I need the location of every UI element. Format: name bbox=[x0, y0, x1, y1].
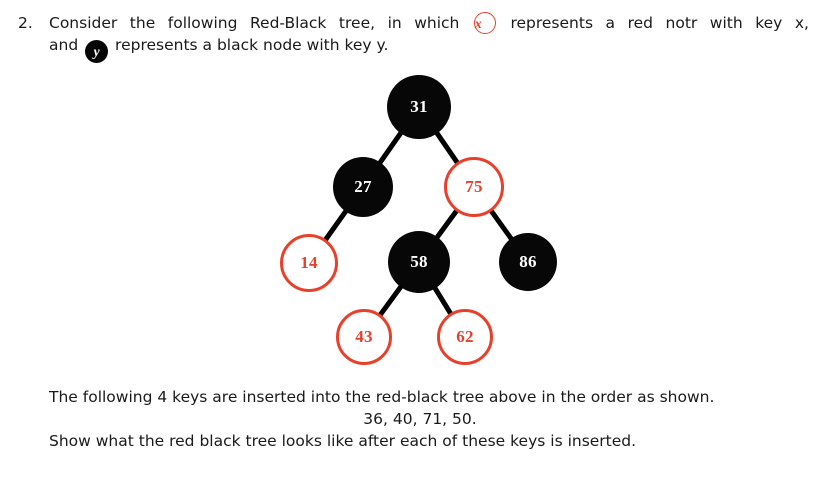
question-line-1-part-a: Consider the following Red-Black tree, i… bbox=[49, 14, 460, 32]
question-line-2: and y represents a black node with key y… bbox=[49, 34, 809, 63]
red-black-tree-diagram: 31 27 75 14 58 86 43 62 bbox=[0, 66, 826, 378]
instructions-line-1: The following 4 keys are inserted into t… bbox=[49, 388, 715, 406]
tree-node-label: 75 bbox=[465, 177, 483, 196]
tree-node-label: 58 bbox=[410, 252, 428, 271]
tree-node-14: 14 bbox=[280, 234, 338, 292]
inserted-keys-list: 36, 40, 71, 50. bbox=[363, 410, 477, 428]
tree-edge-n58-n62 bbox=[430, 283, 455, 318]
tree-edge-n27-n14 bbox=[321, 206, 350, 245]
tree-edge-n75-n58 bbox=[432, 206, 461, 242]
question-text: Consider the following Red-Black tree, i… bbox=[49, 12, 809, 63]
question-number: 2. bbox=[18, 14, 33, 32]
tree-node-label: 14 bbox=[300, 253, 318, 272]
tree-node-62: 62 bbox=[437, 309, 493, 365]
tree-node-label: 31 bbox=[410, 97, 428, 116]
tree-edge-n31-n75 bbox=[432, 128, 462, 167]
tree-edge-n31-n27 bbox=[375, 128, 405, 168]
tree-node-27: 27 bbox=[333, 157, 393, 217]
instructions-block: The following 4 keys are inserted into t… bbox=[49, 386, 789, 452]
question-line-2-part-b: represents a black node with key y. bbox=[115, 36, 389, 54]
legend-red-node-icon: x bbox=[473, 12, 496, 34]
tree-node-label: 43 bbox=[355, 327, 373, 346]
question-line-2-part-a: and bbox=[49, 36, 79, 54]
question-line-1-part-b: represents a red notr with key x, bbox=[510, 14, 809, 32]
tree-node-58: 58 bbox=[388, 231, 450, 293]
tree-node-label: 27 bbox=[354, 177, 372, 196]
tree-edge-n58-n43 bbox=[376, 282, 406, 320]
tree-node-label: 86 bbox=[519, 252, 537, 271]
tree-edges-layer bbox=[321, 128, 516, 320]
tree-node-75: 75 bbox=[444, 157, 504, 217]
question-line-1: Consider the following Red-Black tree, i… bbox=[49, 12, 809, 34]
tree-node-43: 43 bbox=[336, 309, 392, 365]
tree-edge-n75-n86 bbox=[487, 206, 516, 244]
tree-node-label: 62 bbox=[456, 327, 474, 346]
tree-node-86: 86 bbox=[499, 233, 557, 291]
tree-edge-group bbox=[321, 128, 516, 320]
legend-black-node-icon: y bbox=[85, 40, 109, 63]
instructions-line-3: Show what the red black tree looks like … bbox=[49, 432, 637, 450]
tree-node-31: 31 bbox=[387, 75, 451, 139]
